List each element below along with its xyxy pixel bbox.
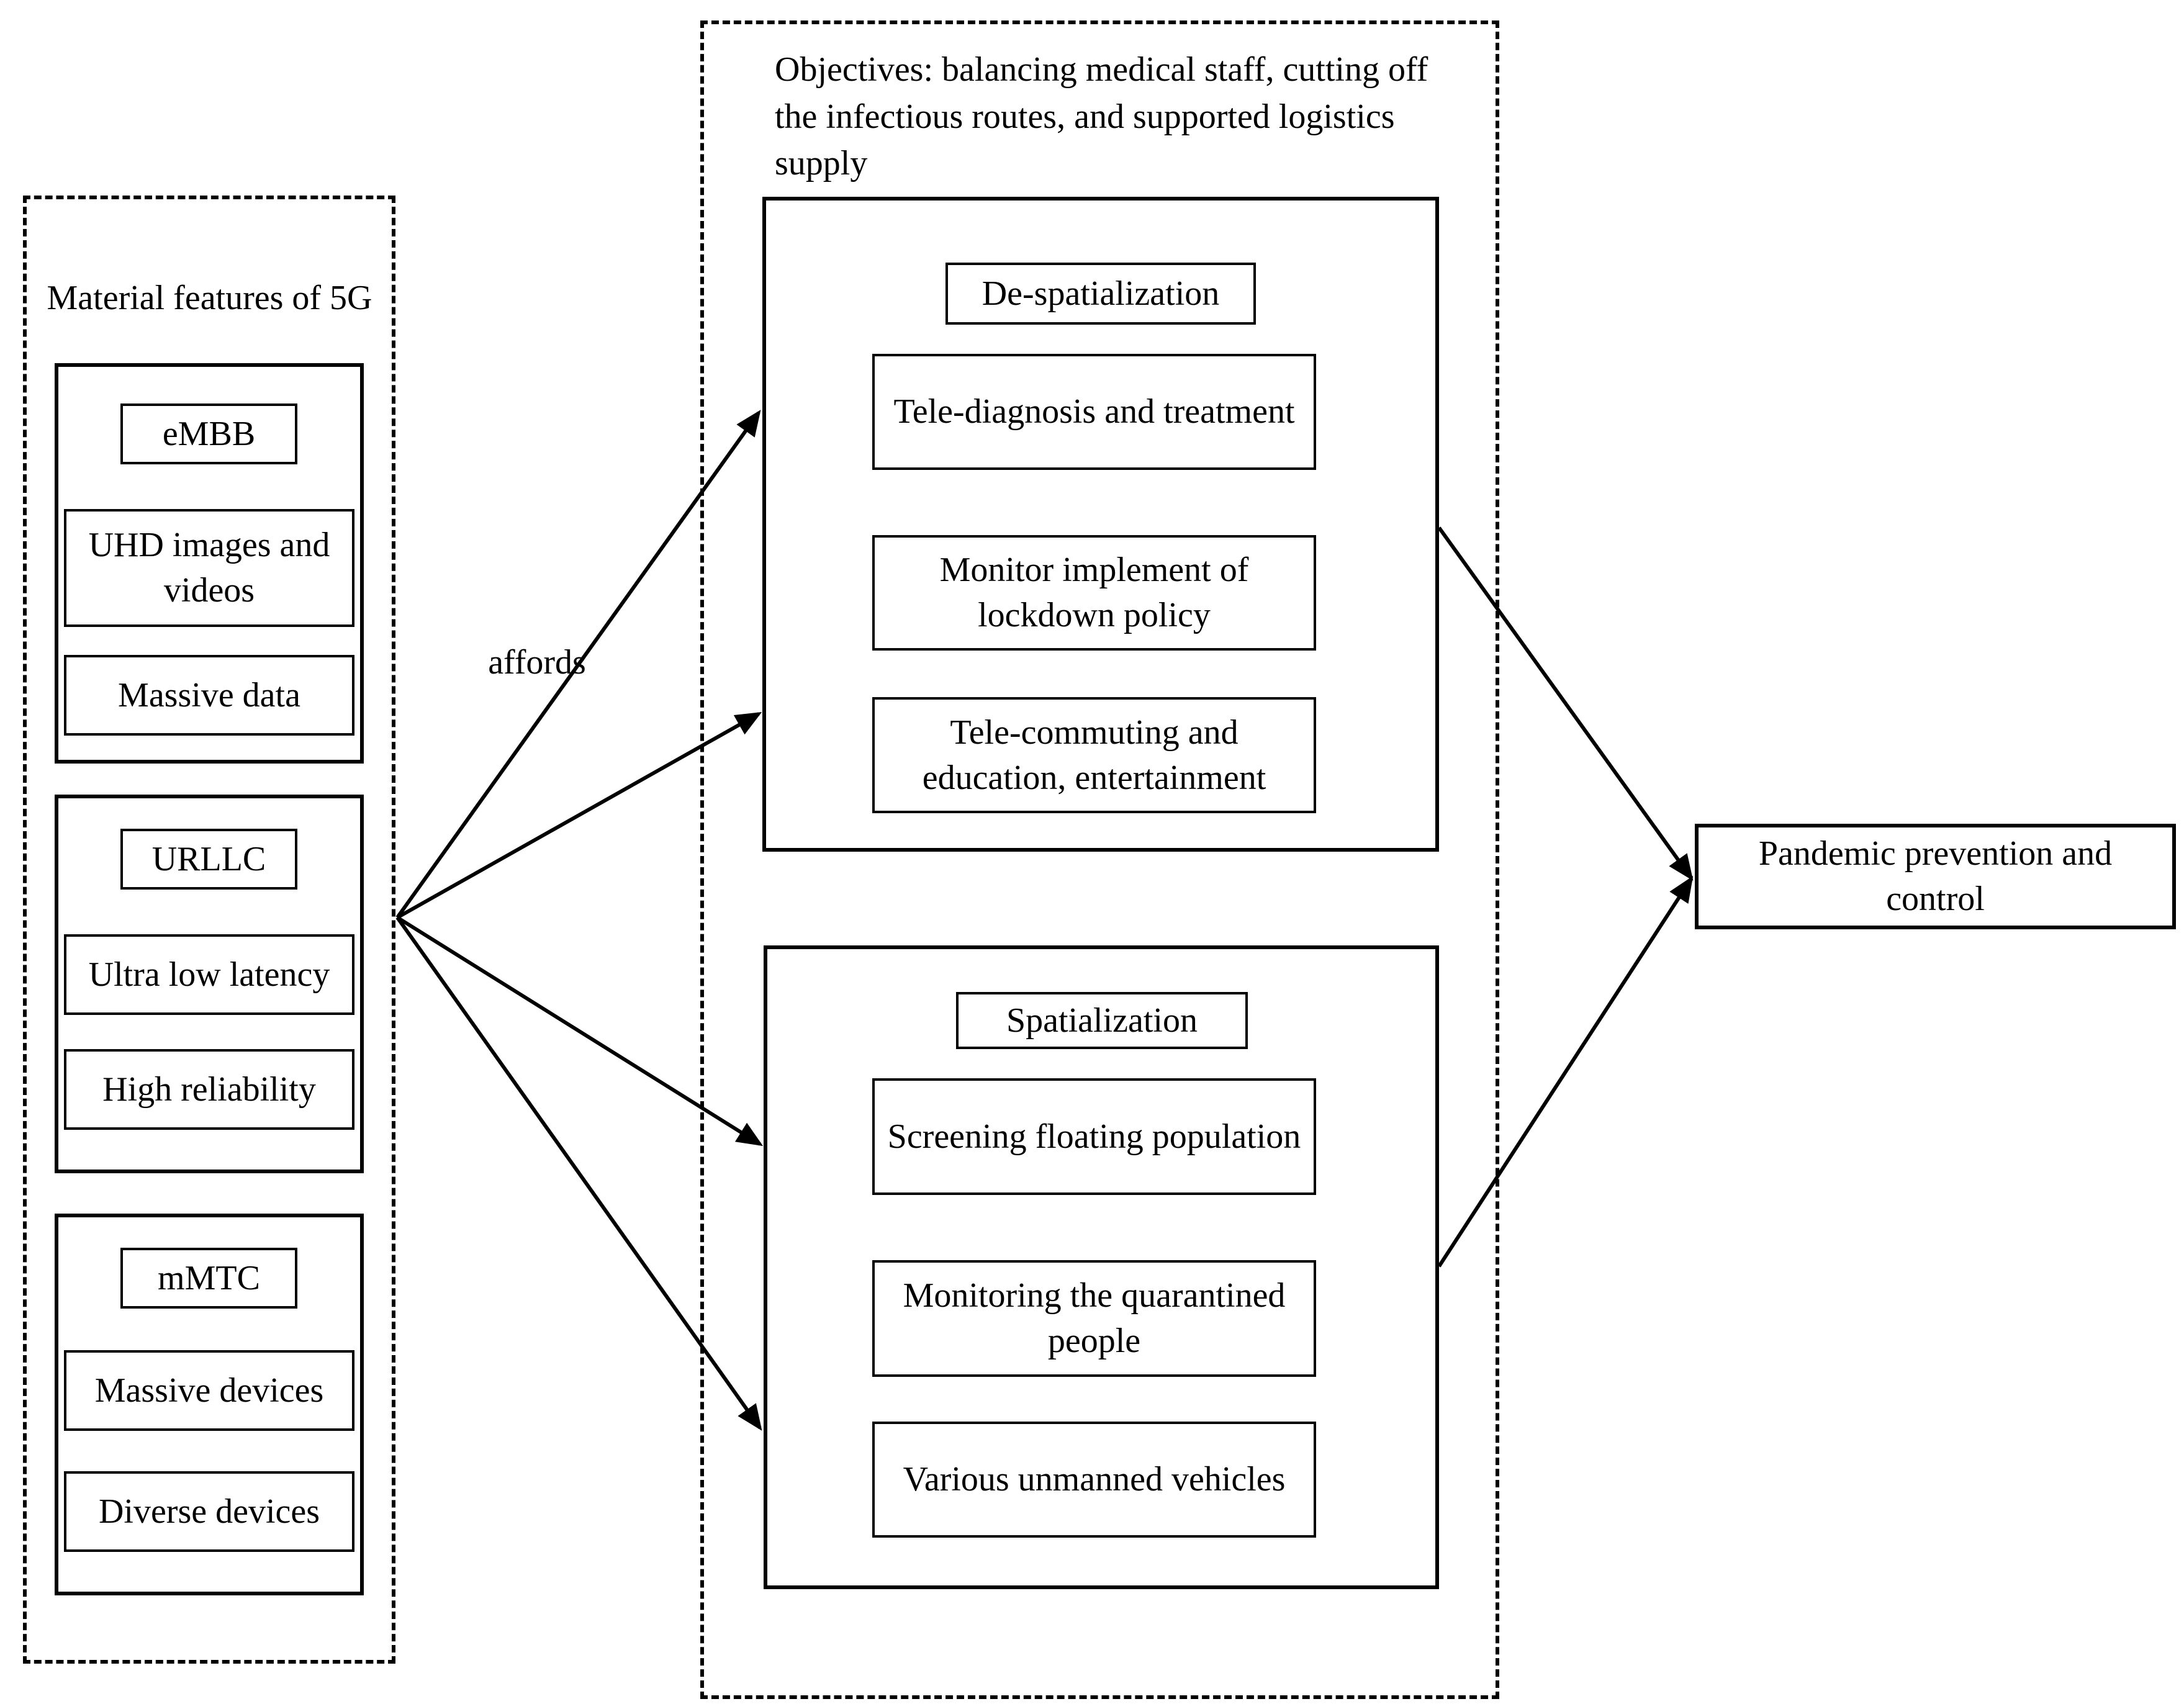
spatialization-container (764, 945, 1439, 1589)
despatialization-title-box: De-spatialization (945, 263, 1256, 325)
screening-population-box: Screening floating population (872, 1078, 1316, 1195)
monitor-lockdown-box: Monitor implement of lockdown policy (872, 535, 1316, 651)
urllc-group (55, 795, 364, 1173)
monitoring-quarantined-box: Monitoring the quarantined people (872, 1260, 1316, 1377)
urllc-label-box: URLLC (120, 829, 297, 890)
embb-label-box: eMBB (120, 403, 297, 464)
affords-label: affords (488, 643, 586, 682)
high-reliability-box: High reliability (64, 1049, 354, 1130)
mmtc-group (55, 1214, 364, 1595)
material-features-panel (23, 196, 395, 1664)
mmtc-label-box: mMTC (120, 1248, 297, 1309)
massive-data-box: Massive data (64, 655, 354, 736)
objectives-heading: Objectives: balancing medical staff, cut… (775, 50, 1446, 183)
material-features-title: Material features of 5G (47, 278, 372, 317)
tele-diagnosis-box: Tele-diagnosis and treatment (872, 354, 1316, 470)
unmanned-vehicles-box: Various unmanned vehicles (872, 1422, 1316, 1538)
massive-devices-box: Massive devices (64, 1350, 354, 1431)
uhd-images-box: UHD images and videos (64, 509, 354, 627)
diverse-devices-box: Diverse devices (64, 1471, 354, 1552)
despatialization-container (762, 197, 1439, 852)
spatialization-title-box: Spatialization (956, 992, 1248, 1049)
embb-group (55, 363, 364, 764)
ultra-low-latency-box: Ultra low latency (64, 934, 354, 1015)
tele-commuting-box: Tele-commuting and education, entertainm… (872, 697, 1316, 813)
pandemic-prevention-box: Pandemic prevention and control (1695, 824, 2176, 929)
